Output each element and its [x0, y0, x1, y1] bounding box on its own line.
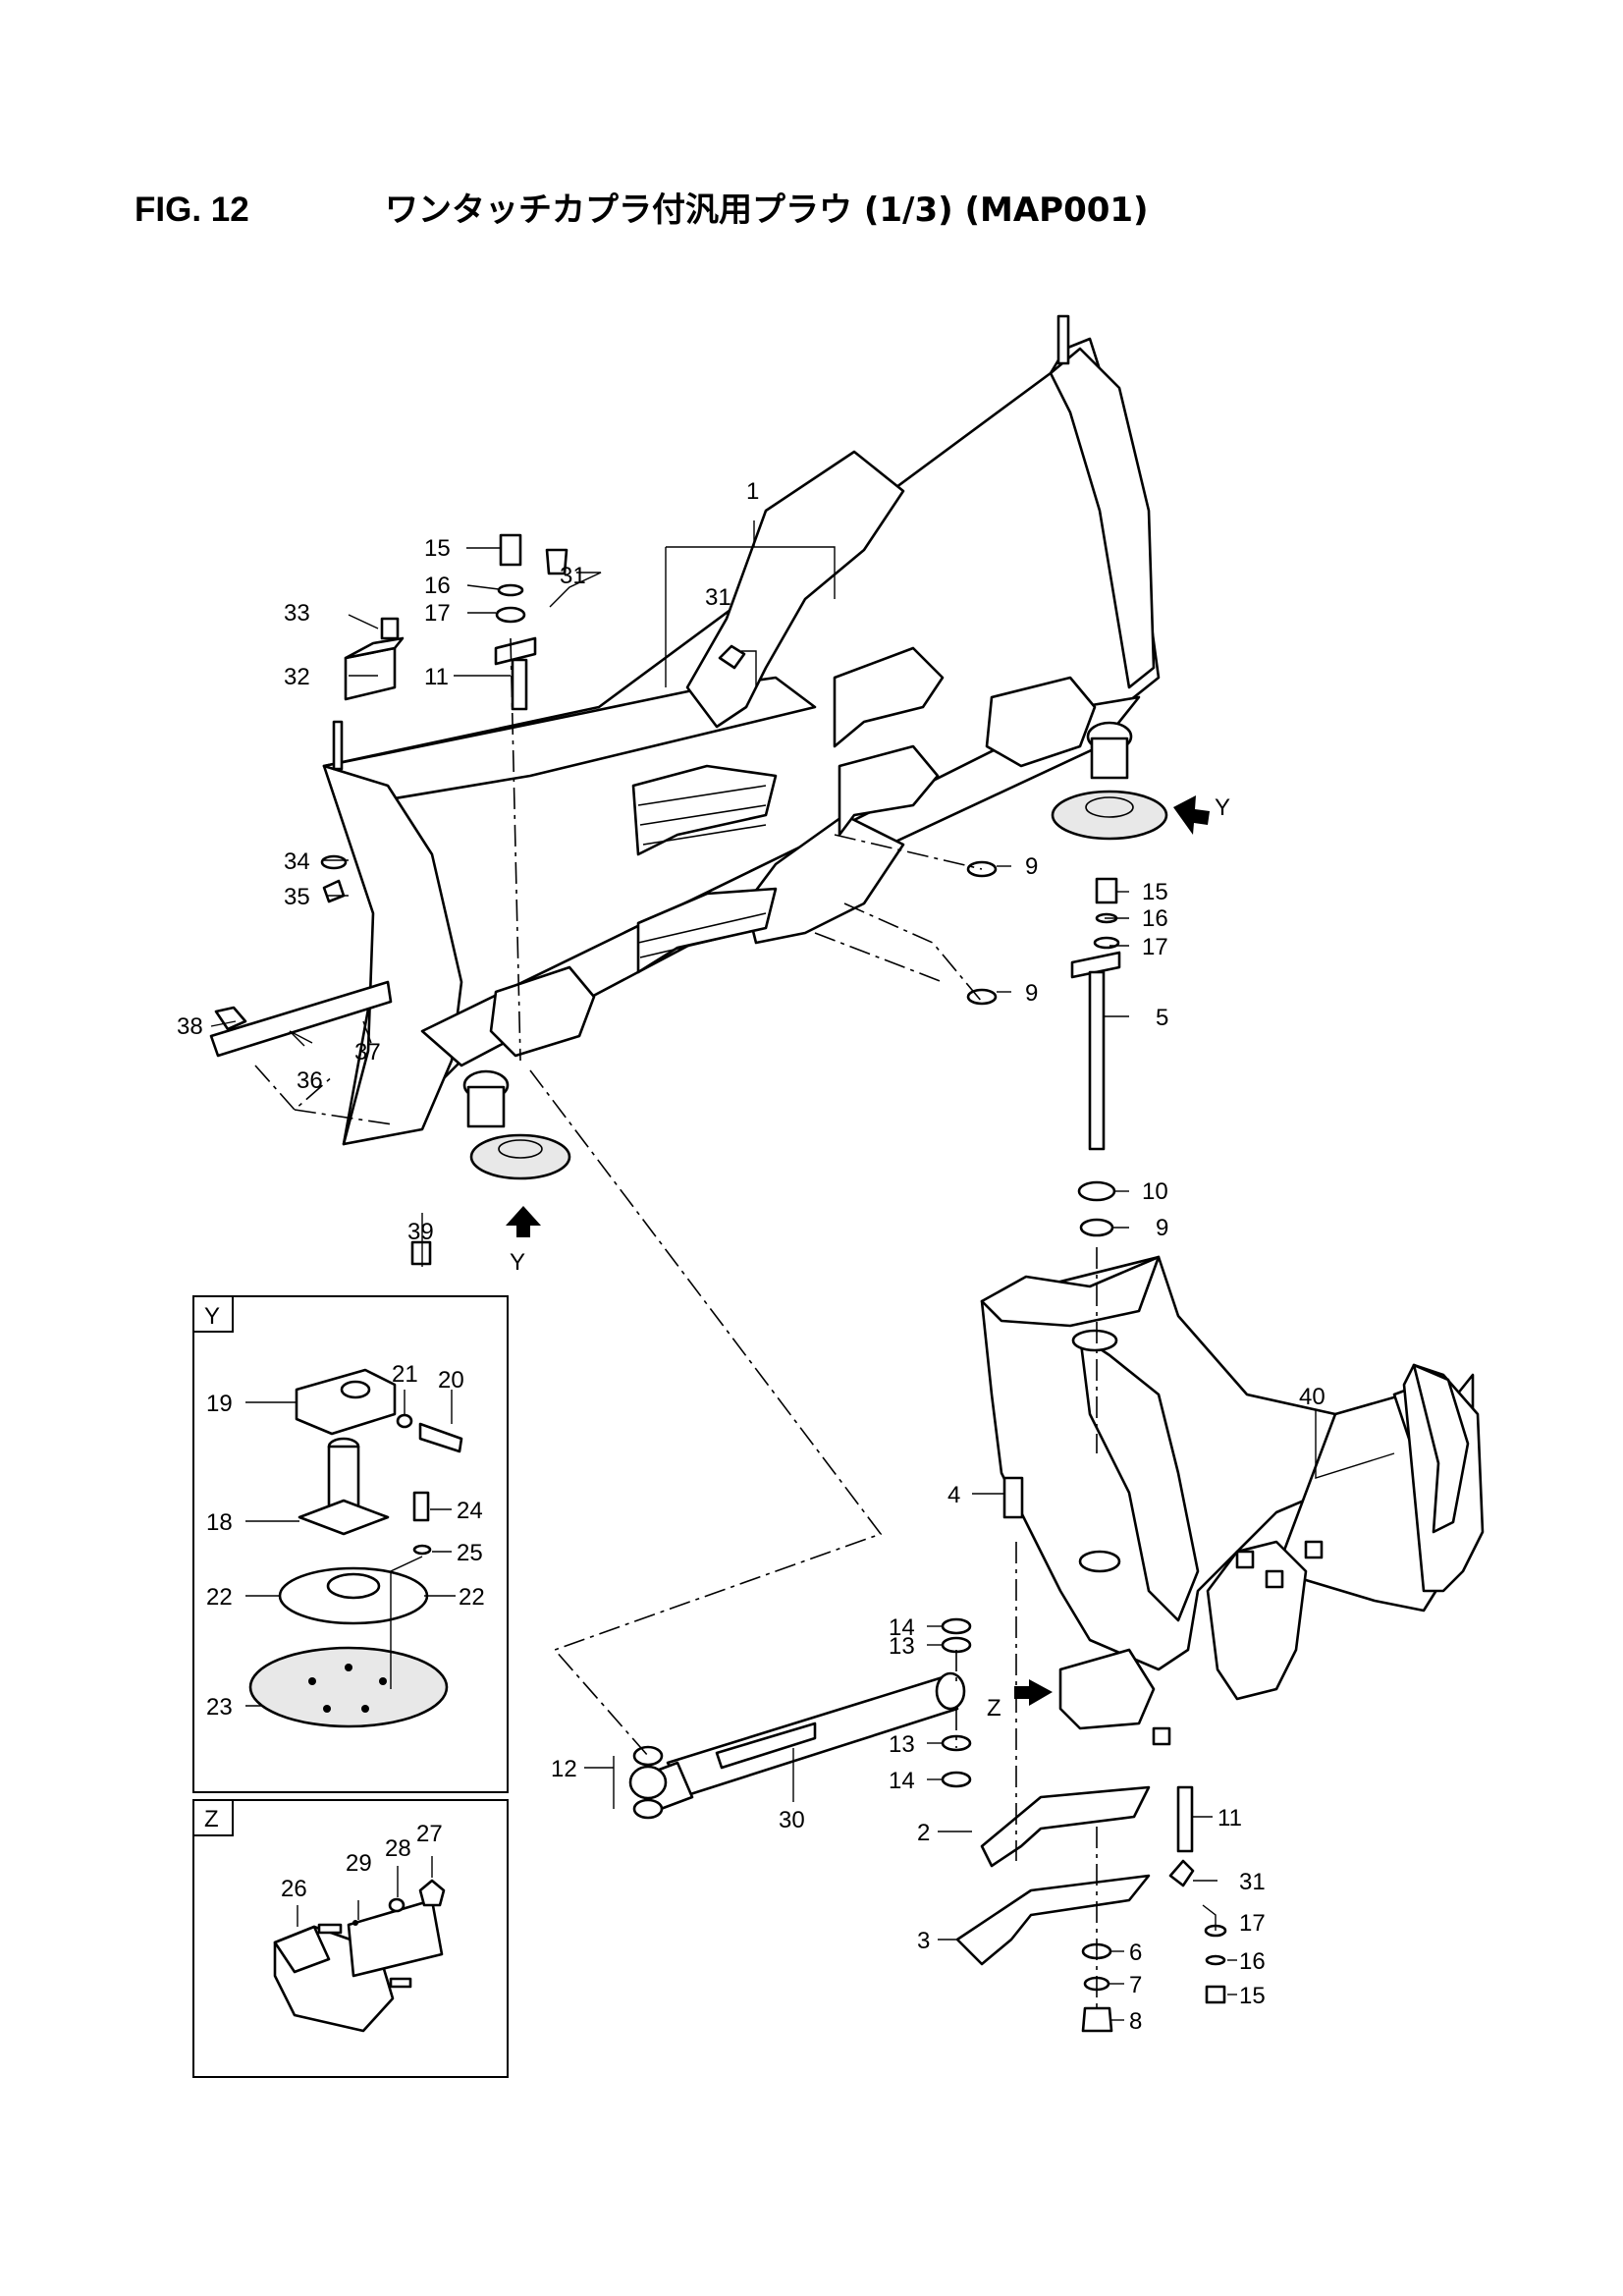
callout-11: 11: [1217, 1805, 1242, 1831]
callout-9: 9: [1025, 980, 1038, 1007]
detail-box-y-title: Y: [204, 1303, 220, 1330]
callout-13: 13: [889, 1731, 915, 1758]
callouts: 1 15 31 16 17 31 33 32 11 34 35 38 36 37…: [177, 478, 1325, 2035]
callout-18: 18: [206, 1509, 233, 1536]
loose-hardware: [214, 533, 1227, 2033]
view-arrows: Y Y Z: [506, 794, 1230, 1722]
callout-12: 12: [551, 1756, 577, 1782]
callout-1: 1: [746, 478, 759, 505]
callout-31: 31: [705, 584, 731, 611]
callout-23: 23: [206, 1694, 233, 1721]
detail-box-z: Z 26 29 28 27: [192, 1799, 509, 2078]
callout-29: 29: [346, 1850, 372, 1877]
callout-17: 17: [1239, 1910, 1266, 1937]
callout-35: 35: [284, 884, 310, 910]
callout-22: 22: [206, 1584, 233, 1611]
callout-3: 3: [917, 1928, 930, 1954]
callout-17: 17: [1142, 934, 1168, 960]
callout-11: 11: [424, 664, 449, 690]
callout-8: 8: [1129, 2008, 1142, 2035]
callout-38: 38: [177, 1013, 203, 1040]
callout-24: 24: [457, 1498, 483, 1524]
callout-27: 27: [416, 1821, 443, 1847]
callout-15: 15: [424, 535, 451, 562]
callout-13: 13: [889, 1633, 915, 1660]
coupler-frame: [980, 1255, 1485, 1746]
figure-number: FIG. 12: [135, 191, 249, 229]
callout-39: 39: [407, 1219, 434, 1245]
callout-14: 14: [889, 1614, 915, 1641]
callout-17: 17: [424, 600, 451, 627]
detail-box-y: Y 19 21 20 18 24 25 22 22 23: [192, 1295, 509, 1793]
callout-9: 9: [1025, 853, 1038, 880]
leader-lines: [210, 520, 1395, 2021]
callout-34: 34: [284, 848, 310, 875]
callout-6: 6: [1129, 1940, 1142, 1966]
view-y-arrow-icon: [1173, 795, 1210, 835]
callout-2: 2: [917, 1820, 930, 1846]
callout-19: 19: [206, 1391, 233, 1417]
view-y-label-lower: Y: [510, 1249, 525, 1276]
callout-31: 31: [560, 563, 586, 589]
view-y-arrow-icon: [506, 1206, 541, 1237]
callout-7: 7: [1129, 1972, 1142, 1998]
callout-26: 26: [281, 1876, 307, 1902]
callout-32: 32: [284, 664, 310, 690]
view-z-arrow-icon: [1014, 1679, 1053, 1706]
callout-25: 25: [457, 1540, 483, 1566]
callout-31: 31: [1239, 1869, 1266, 1895]
callout-9: 9: [1156, 1215, 1168, 1241]
hydraulic-cylinder: [628, 1671, 966, 1820]
view-z-label: Z: [987, 1695, 1001, 1722]
callout-40: 40: [1299, 1384, 1325, 1410]
callout-28: 28: [385, 1835, 411, 1862]
phantom-lines: [254, 637, 1098, 2013]
callout-33: 33: [284, 600, 310, 627]
callout-10: 10: [1142, 1178, 1168, 1205]
callout-4: 4: [947, 1482, 960, 1508]
callout-14: 14: [889, 1768, 915, 1794]
callout-16: 16: [1239, 1948, 1266, 1975]
callout-15: 15: [1142, 879, 1168, 905]
figure-title: ワンタッチカプラ付汎用プラウ (1/3) (MAP001): [385, 191, 1149, 230]
callout-37: 37: [354, 1039, 381, 1066]
callout-15: 15: [1239, 1983, 1266, 2009]
detail-box-z-title: Z: [204, 1806, 219, 1832]
callout-22: 22: [459, 1584, 485, 1611]
callout-20: 20: [438, 1367, 464, 1394]
callout-5: 5: [1156, 1005, 1168, 1031]
callout-16: 16: [1142, 905, 1168, 932]
callout-30: 30: [779, 1807, 805, 1833]
callout-21: 21: [392, 1361, 418, 1388]
callout-36: 36: [297, 1067, 323, 1094]
view-y-label-right: Y: [1215, 794, 1230, 821]
callout-16: 16: [424, 573, 451, 599]
